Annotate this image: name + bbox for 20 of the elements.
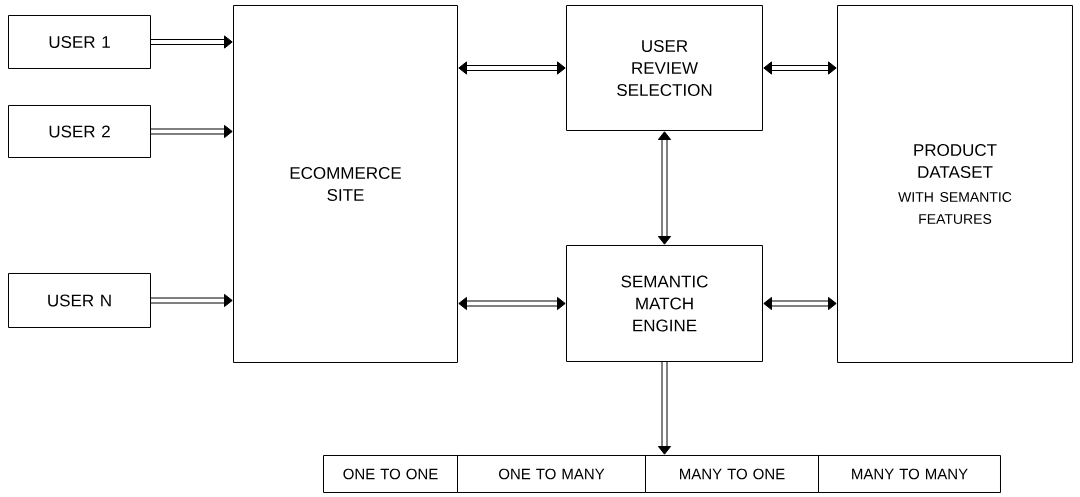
category-box: ONE TO ONE bbox=[323, 455, 458, 493]
process-box: SEMANTIC MATCH ENGINE bbox=[566, 245, 763, 362]
arrow bbox=[657, 362, 672, 455]
site-box: ECOMMERCE SITE bbox=[233, 5, 458, 363]
category-box: ONE TO MANY bbox=[457, 455, 646, 493]
process-box: USER REVIEW SELECTION bbox=[566, 5, 763, 131]
arrow bbox=[763, 296, 837, 311]
category-box: MANY TO MANY bbox=[818, 455, 1001, 493]
arrow bbox=[763, 61, 837, 75]
user-box: USER 1 bbox=[8, 15, 151, 69]
arrow bbox=[458, 296, 566, 311]
category-box: MANY TO ONE bbox=[645, 455, 819, 493]
arrow bbox=[151, 124, 233, 139]
user-box: USER N bbox=[8, 273, 151, 328]
dataset-box: PRODUCT DATASET WITH SEMANTIC FEATURES bbox=[837, 5, 1073, 363]
arrow bbox=[151, 293, 233, 308]
arrow bbox=[151, 35, 233, 49]
arrow bbox=[458, 61, 566, 75]
arrow bbox=[657, 131, 672, 245]
user-box: USER 2 bbox=[8, 105, 151, 158]
